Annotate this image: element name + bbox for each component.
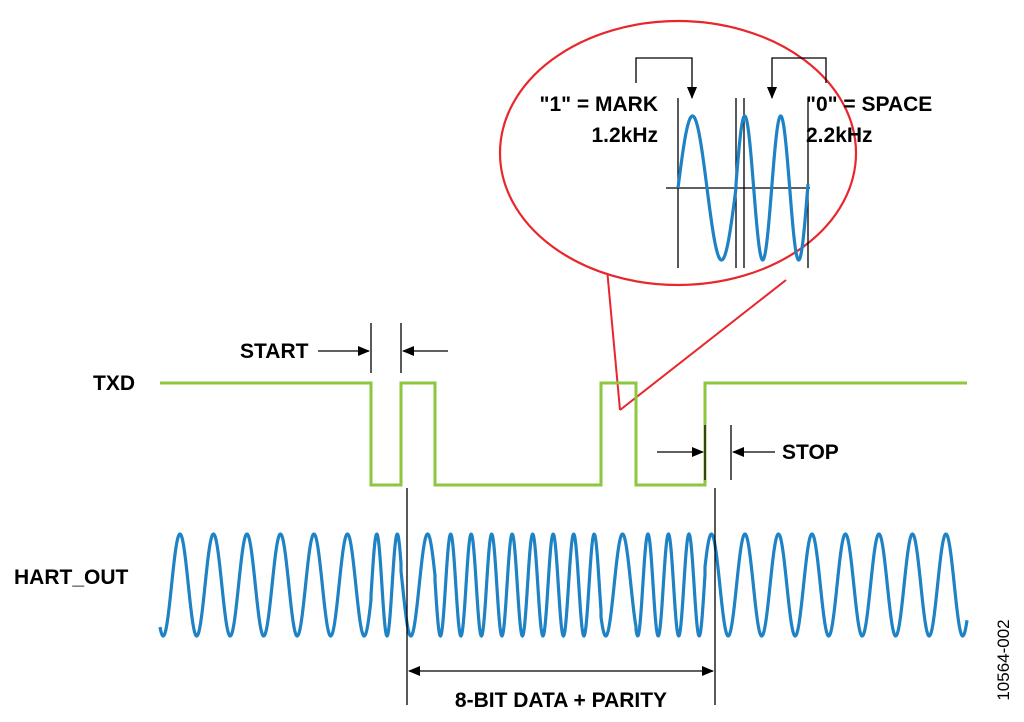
mark-frequency: 1.2kHz bbox=[591, 124, 658, 147]
mark-pointer bbox=[635, 57, 697, 99]
inset-detail bbox=[635, 57, 827, 268]
inset-fsk-waveform bbox=[676, 114, 810, 262]
space-pointer bbox=[767, 57, 827, 99]
hart-out-label: HART_OUT bbox=[14, 566, 129, 589]
callout-pointer-left bbox=[605, 257, 621, 411]
callout-pointer-right bbox=[619, 279, 787, 411]
space-label: "0" = SPACE bbox=[806, 93, 932, 116]
txd-waveform bbox=[160, 381, 967, 487]
hart-out-waveform bbox=[158, 532, 969, 638]
data-parity-label: 8-BIT DATA + PARITY bbox=[455, 689, 667, 712]
mark-label: "1" = MARK bbox=[539, 93, 658, 116]
figure-id: 10564-002 bbox=[994, 619, 1013, 700]
space-frequency: 2.2kHz bbox=[806, 124, 873, 147]
stop-label: STOP bbox=[782, 441, 839, 464]
txd-label: TXD bbox=[93, 372, 135, 395]
start-label: START bbox=[240, 340, 309, 363]
